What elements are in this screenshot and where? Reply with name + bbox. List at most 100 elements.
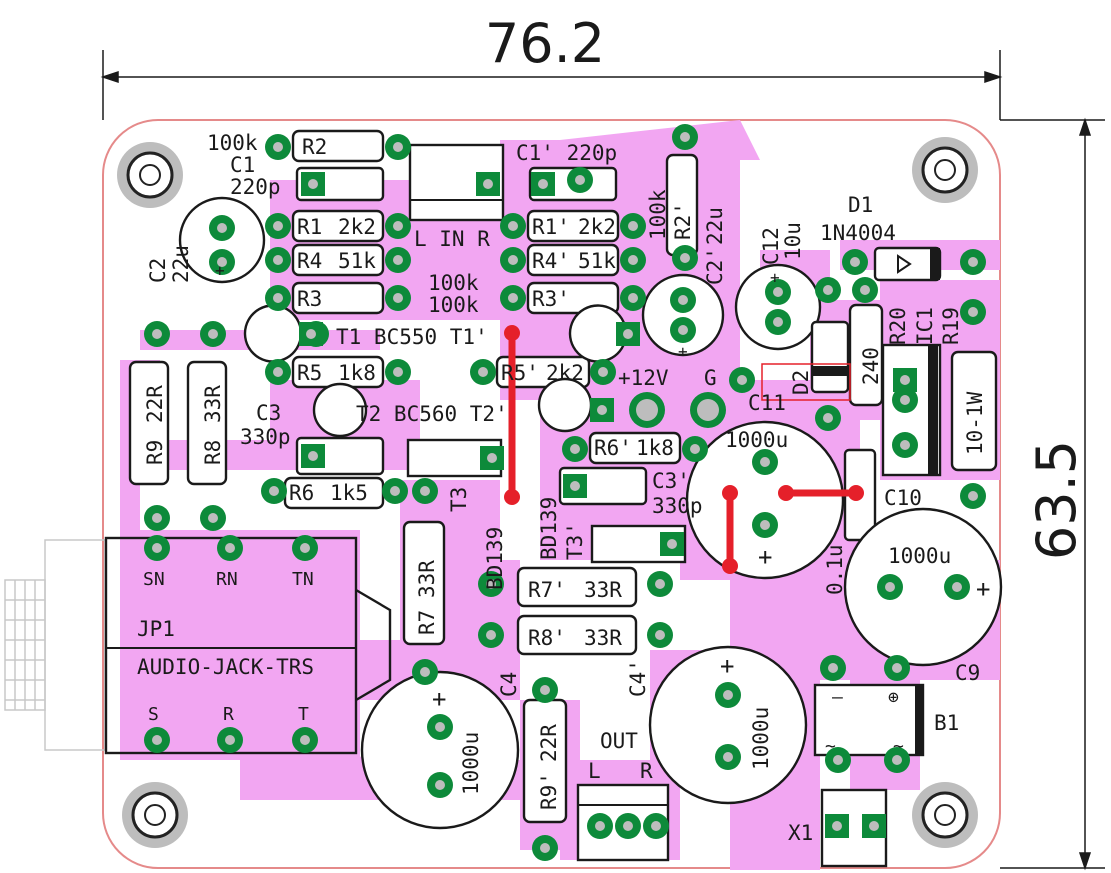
- pad-hole: [570, 481, 580, 491]
- label-c2p-value: 22u: [703, 207, 727, 245]
- jumper-wires: [508, 329, 860, 570]
- pad-hole: [420, 486, 430, 496]
- label-r2-value: 100k: [207, 131, 258, 155]
- label-c3p: C3': [652, 469, 690, 493]
- jumper-ends: [504, 325, 864, 574]
- pad-hole: [892, 663, 902, 673]
- pad-hole: [393, 142, 403, 152]
- label-d2: D2: [789, 370, 813, 395]
- pad-hole: [655, 630, 665, 640]
- component-pads: [144, 124, 986, 861]
- pad-hole: [152, 543, 162, 553]
- label-r8p: R8': [528, 626, 566, 650]
- pad-hole: [595, 821, 605, 831]
- label-r1p: R1': [532, 215, 570, 239]
- pad-hole: [892, 755, 902, 765]
- pad-hole: [420, 667, 430, 677]
- label-r6p-value: 1k8: [636, 436, 674, 460]
- label-c3: C3: [256, 401, 281, 425]
- label-r4p-value: 51k: [578, 249, 616, 273]
- label-r3-value: 100k: [428, 271, 479, 295]
- label-r7p: R7': [528, 578, 566, 602]
- label-b1-minus: –: [832, 687, 843, 708]
- label-c3p-value: 330p: [652, 494, 703, 518]
- pad-hole: [306, 329, 316, 339]
- label-r: R: [223, 704, 234, 725]
- pad-hole: [690, 444, 700, 454]
- label-b1-plus: ⊕: [888, 687, 899, 708]
- label-c2: C2: [146, 258, 170, 283]
- pad-hole: [628, 293, 638, 303]
- pad-hole: [308, 451, 318, 461]
- pad-hole: [508, 293, 518, 303]
- pad-hole: [575, 175, 585, 185]
- pad-hole: [152, 513, 162, 523]
- label-b1-ac1: ~: [825, 736, 836, 757]
- pad-hole: [487, 453, 497, 463]
- label-12v: +12V: [618, 366, 669, 390]
- pad-hole: [217, 257, 227, 267]
- label-c3-value: 330p: [240, 425, 291, 449]
- label-c2-value: 22u: [169, 245, 193, 283]
- pad-hole: [952, 582, 962, 592]
- pad-hole: [208, 513, 218, 523]
- pad-hole: [651, 821, 661, 831]
- label-c10-value: 0.1u: [823, 544, 847, 595]
- label-b1: B1: [934, 711, 959, 735]
- label-d1-value: 1N4004: [820, 221, 896, 245]
- pad-hole: [968, 491, 978, 501]
- label-jp1: JP1: [137, 617, 175, 641]
- label-r4: R4: [297, 249, 322, 273]
- label-r4-value: 51k: [338, 249, 376, 273]
- label-d1: D1: [848, 193, 873, 217]
- label-c4p-value: 1000u: [749, 707, 773, 770]
- pad-hole: [393, 293, 403, 303]
- pad-hole: [655, 579, 665, 589]
- label-c4-value: 1000u: [459, 732, 483, 795]
- diode-d2: [761, 320, 851, 401]
- label-s: S: [148, 704, 159, 725]
- pad-hole: [680, 253, 690, 263]
- pad-hole: [737, 375, 747, 385]
- pad-hole: [538, 179, 548, 189]
- label-r7: R7: [415, 610, 439, 635]
- label-jack: AUDIO-JACK-TRS: [137, 655, 314, 679]
- pad-hole: [678, 295, 688, 305]
- label-t3p-type: BD139: [537, 497, 561, 560]
- plus-c4p: +: [720, 652, 734, 680]
- label-r9-value: 22R: [143, 385, 167, 423]
- label-c11-value: 1000u: [725, 428, 788, 452]
- label-r5p: R5': [501, 361, 539, 385]
- plus-c12: +: [770, 268, 780, 287]
- pad-hole: [678, 325, 688, 335]
- label-r7p-value: 33R: [584, 578, 622, 602]
- label-ic1: IC1: [913, 307, 937, 345]
- label-c1p: C1' 220p: [516, 141, 617, 165]
- pad-hole: [152, 329, 162, 339]
- pad-hole: [900, 440, 910, 450]
- label-t2: T2 BC560 T2': [356, 402, 508, 426]
- label-r5: R5: [297, 361, 322, 385]
- label-out: OUT: [600, 729, 638, 753]
- pad-hole: [225, 543, 235, 553]
- pad-hole: [850, 257, 860, 267]
- label-r3p-value: 100k: [428, 293, 479, 317]
- label-c12-value: 10u: [781, 222, 805, 260]
- label-r5p-value: 2k2: [546, 361, 584, 385]
- pad-hole: [623, 821, 633, 831]
- pad-hole: [570, 444, 580, 454]
- label-r6p: R6': [594, 436, 632, 460]
- plus-c4: +: [432, 685, 446, 713]
- label-c10: C10: [884, 486, 922, 510]
- pad-hole: [208, 329, 218, 339]
- silkscreen-labels: 100k R2 C1 220p R1 2k2 R4 51k R3 C2 22u …: [137, 131, 990, 845]
- label-r6: R6: [289, 481, 314, 505]
- pad-hole: [723, 690, 733, 700]
- label-c4: C4: [497, 672, 521, 697]
- label-c11: C11: [748, 391, 786, 415]
- pad-hole: [540, 685, 550, 695]
- pad-hole: [273, 221, 283, 231]
- label-r8: R8: [201, 440, 225, 465]
- power-pads: [629, 392, 726, 428]
- label-r1-value: 2k2: [338, 215, 376, 239]
